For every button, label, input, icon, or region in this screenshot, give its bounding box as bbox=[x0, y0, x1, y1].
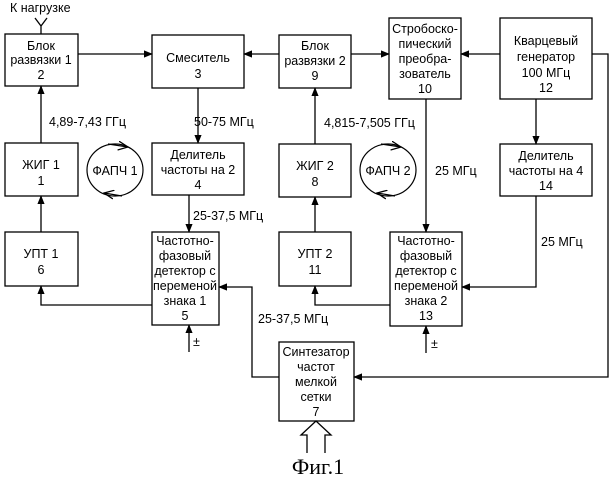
quartz-line: 100 МГц bbox=[522, 66, 571, 80]
label-sign-control-2: ± bbox=[431, 337, 438, 351]
label-mixer-output: 50-75 МГц bbox=[194, 115, 254, 129]
pll2-label: ФАПЧ 2 bbox=[365, 164, 410, 178]
label-strobe-output: 25 МГц bbox=[435, 164, 477, 178]
block-stroboscopic-converter: Стробоско- пический преобра- зователь 10 bbox=[388, 17, 462, 100]
isolator2-line: Блок bbox=[301, 39, 329, 53]
pfd2-number: 13 bbox=[419, 309, 433, 323]
strobe-line: Стробоско- bbox=[392, 22, 458, 36]
isolator2-number: 9 bbox=[312, 69, 319, 83]
pfd1-line: фазовый bbox=[159, 249, 211, 263]
block-quartz-generator: Кварцевый генератор 100 МГц 12 bbox=[499, 17, 593, 100]
divider2-number: 4 bbox=[195, 178, 202, 192]
pfd2-line: детектор с bbox=[395, 264, 456, 278]
label-sign-control-1: ± bbox=[193, 335, 200, 349]
block-phase-detector-2: Частотно- фазовый детектор с переменой з… bbox=[389, 231, 463, 327]
label-divider4-output: 25 МГц bbox=[541, 235, 583, 249]
divider2-line: частоты на 2 bbox=[161, 163, 235, 177]
strobe-line: зователь bbox=[399, 67, 451, 81]
pfd2-line: переменой bbox=[394, 279, 458, 293]
pfd2-line: фазовый bbox=[400, 249, 452, 263]
isolator1-line: развязки 1 bbox=[10, 53, 71, 67]
wire-quartz-to-synth bbox=[353, 53, 609, 381]
divider4-line: Делитель bbox=[518, 149, 573, 163]
connections bbox=[37, 50, 609, 453]
loop-arrow-icon bbox=[377, 193, 396, 196]
loop-arrow-icon bbox=[107, 144, 128, 147]
mixer-line: Смеситель bbox=[166, 51, 230, 65]
loop-circle-icon bbox=[86, 143, 144, 197]
antenna-icon bbox=[34, 17, 48, 34]
label-synth-output: 25-37,5 МГц bbox=[258, 312, 328, 326]
block-dca-2: УПТ 2 11 bbox=[278, 231, 352, 287]
pfd1-line: знака 1 bbox=[164, 294, 207, 308]
divider4-line: частоты на 4 bbox=[509, 164, 583, 178]
block-isolator-1: Блок развязки 1 2 bbox=[4, 33, 79, 87]
synth-control-bus-arrow-icon bbox=[299, 420, 333, 453]
block-mixer: Смеситель 3 bbox=[151, 34, 245, 89]
block-synthesizer: Синтезатор частот мелкой сетки 7 bbox=[278, 341, 355, 422]
quartz-line: генератор bbox=[517, 50, 575, 64]
label-yig2-frequency: 4,815-7,505 ГГц bbox=[324, 116, 415, 130]
load-output: К нагрузке bbox=[10, 1, 71, 34]
dca2-number: 11 bbox=[309, 263, 322, 277]
isolator1-number: 2 bbox=[38, 68, 45, 82]
strobe-line: пический bbox=[399, 37, 452, 51]
yig1-line: ЖИГ 1 bbox=[22, 158, 60, 172]
wire-pfd2-to-dca2 bbox=[311, 285, 390, 306]
yig2-number: 8 bbox=[312, 175, 319, 189]
isolator1-line: Блок bbox=[27, 39, 55, 53]
synth-number: 7 bbox=[313, 405, 320, 419]
label-divider2-output: 25-37,5 МГц bbox=[193, 209, 263, 223]
pfd2-line: Частотно- bbox=[397, 234, 455, 248]
wire-divider4-to-pfd2 bbox=[461, 196, 537, 291]
figure-caption: Фиг.1 bbox=[292, 454, 344, 479]
load-label: К нагрузке bbox=[10, 1, 71, 15]
pfd2-line: знака 2 bbox=[405, 294, 448, 308]
pfd1-number: 5 bbox=[182, 309, 189, 323]
block-divider-2: Делитель частоты на 2 4 bbox=[151, 142, 245, 196]
strobe-line: преобра- bbox=[399, 52, 452, 66]
synth-line: мелкой bbox=[295, 375, 337, 389]
pfd1-line: детектор с bbox=[154, 264, 215, 278]
pfd1-line: переменой bbox=[153, 279, 217, 293]
synth-line: сетки bbox=[301, 390, 332, 404]
loop-circle-icon bbox=[359, 143, 417, 197]
block-dca-1: УПТ 1 6 bbox=[4, 231, 79, 287]
pfd1-line: Частотно- bbox=[156, 234, 214, 248]
label-yig1-frequency: 4,89-7,43 ГГц bbox=[49, 115, 126, 129]
synth-line: частот bbox=[297, 360, 335, 374]
block-phase-detector-1: Частотно- фазовый детектор с переменой з… bbox=[151, 231, 220, 326]
yig2-line: ЖИГ 2 bbox=[296, 159, 334, 173]
loop-arrow-icon bbox=[380, 144, 401, 147]
dca2-line: УПТ 2 bbox=[298, 247, 333, 261]
synth-line: Синтезатор bbox=[282, 345, 349, 359]
loop-arrow-icon bbox=[104, 193, 123, 196]
quartz-line: Кварцевый bbox=[514, 34, 578, 48]
mixer-number: 3 bbox=[195, 67, 202, 81]
dca1-number: 6 bbox=[38, 263, 45, 277]
dca1-line: УПТ 1 bbox=[24, 247, 59, 261]
wire-synth-to-pfd1 bbox=[218, 283, 279, 378]
pll-loop-2: ФАПЧ 2 bbox=[359, 143, 417, 197]
block-yig-2: ЖИГ 2 8 bbox=[278, 143, 352, 198]
quartz-number: 12 bbox=[539, 81, 553, 95]
block-isolator-2: Блок развязки 2 9 bbox=[278, 34, 352, 89]
pll1-label: ФАПЧ 1 bbox=[92, 164, 137, 178]
divider2-line: Делитель bbox=[170, 148, 225, 162]
isolator2-line: развязки 2 bbox=[284, 54, 345, 68]
pll-loop-1: ФАПЧ 1 bbox=[86, 143, 144, 197]
divider4-number: 14 bbox=[539, 179, 553, 193]
yig1-number: 1 bbox=[38, 174, 45, 188]
wire-pfd1-to-dca1 bbox=[37, 285, 152, 306]
strobe-number: 10 bbox=[418, 82, 432, 96]
block-yig-1: ЖИГ 1 1 bbox=[4, 142, 79, 197]
block-divider-4: Делитель частоты на 4 14 bbox=[499, 143, 593, 197]
